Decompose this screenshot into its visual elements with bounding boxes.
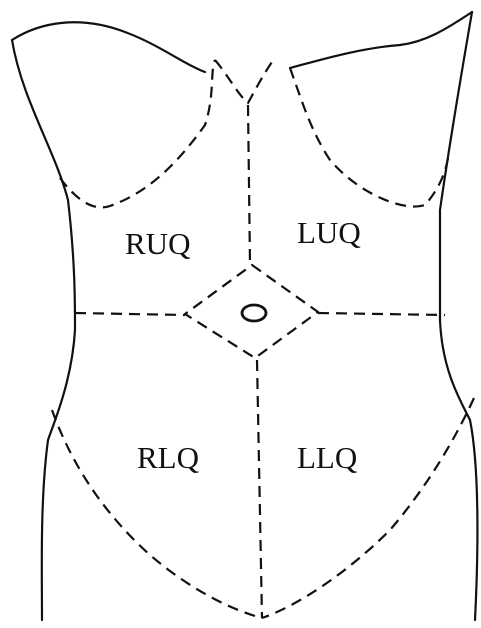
horizontal-line-right (75, 313, 185, 315)
torso-right-side (440, 12, 477, 620)
umbilical-diamond (185, 265, 318, 358)
torso-left-side (12, 40, 75, 620)
vertical-midline (248, 105, 262, 618)
right-rib-margin (60, 60, 215, 207)
left-shoulder-line (12, 22, 205, 72)
label-llq: LLQ (297, 440, 357, 475)
xiphoid-notch (215, 60, 272, 103)
right-shoulder-line (290, 12, 472, 68)
label-rlq: RLQ (137, 440, 199, 475)
label-luq: LUQ (297, 215, 361, 250)
label-ruq: RUQ (125, 226, 190, 261)
left-rib-margin (290, 68, 448, 207)
left-inguinal-line (262, 398, 474, 618)
navel-icon (242, 305, 266, 321)
horizontal-line-left (318, 313, 445, 315)
